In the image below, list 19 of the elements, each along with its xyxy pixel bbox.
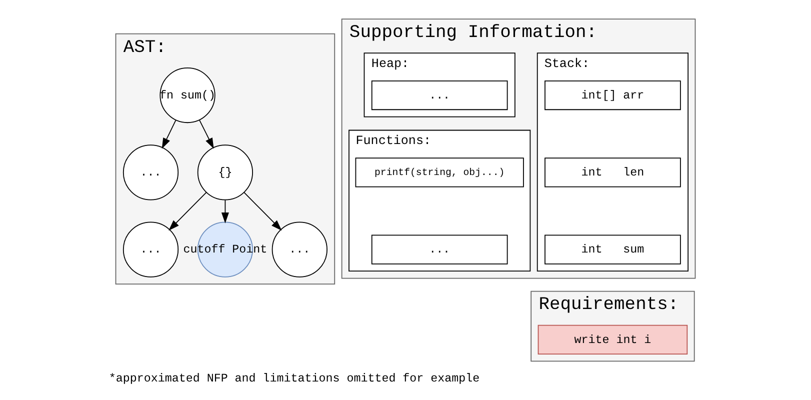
node-circle: ... [272,222,328,278]
node-box: int sum [544,234,681,264]
node-label: cutoff Point [183,242,268,257]
node-box: int len [544,158,681,188]
node-circle: ... [122,222,179,278]
arrow [244,192,282,231]
caption: *approximated NFP and limitations omitted for example [108,371,480,386]
node-box: ... [371,80,508,110]
arrow [221,200,229,224]
arrow [162,120,176,149]
node-circle: fn sum() [160,67,216,124]
node-box: write int i [538,324,688,354]
node-circle: {} [197,144,253,200]
node-box: int[] arr [544,80,681,110]
arrow [168,192,207,231]
arrow [199,120,214,149]
node-circle: ... [122,144,179,200]
node-box: ... [371,234,508,264]
node-box: printf(string, obj...) [355,158,524,188]
